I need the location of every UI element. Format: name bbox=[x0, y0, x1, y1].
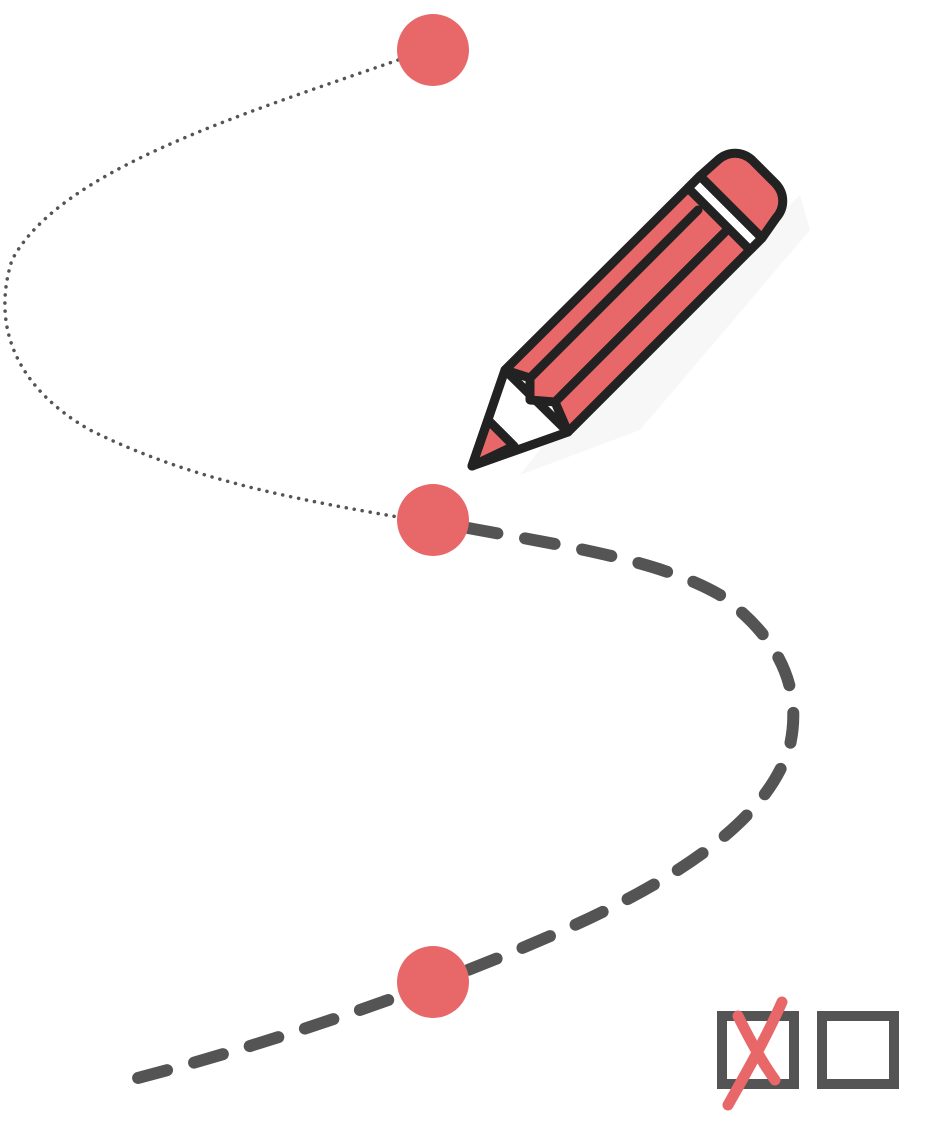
route-point-start bbox=[397, 14, 469, 86]
checkbox-empty bbox=[817, 1011, 899, 1089]
checkbox-crossed bbox=[717, 1011, 799, 1089]
pencil-lead bbox=[467, 415, 519, 471]
checkbox-group bbox=[717, 996, 899, 1111]
cross-mark-icon bbox=[722, 996, 788, 1111]
pencil-eraser bbox=[695, 148, 788, 243]
route-point-middle bbox=[397, 484, 469, 556]
pencil-icon bbox=[467, 148, 810, 475]
route-dotted-segment bbox=[3, 58, 400, 519]
pencil-groove-1 bbox=[525, 205, 703, 383]
route-point-end bbox=[397, 946, 469, 1018]
pencil-groove-2 bbox=[550, 227, 730, 407]
